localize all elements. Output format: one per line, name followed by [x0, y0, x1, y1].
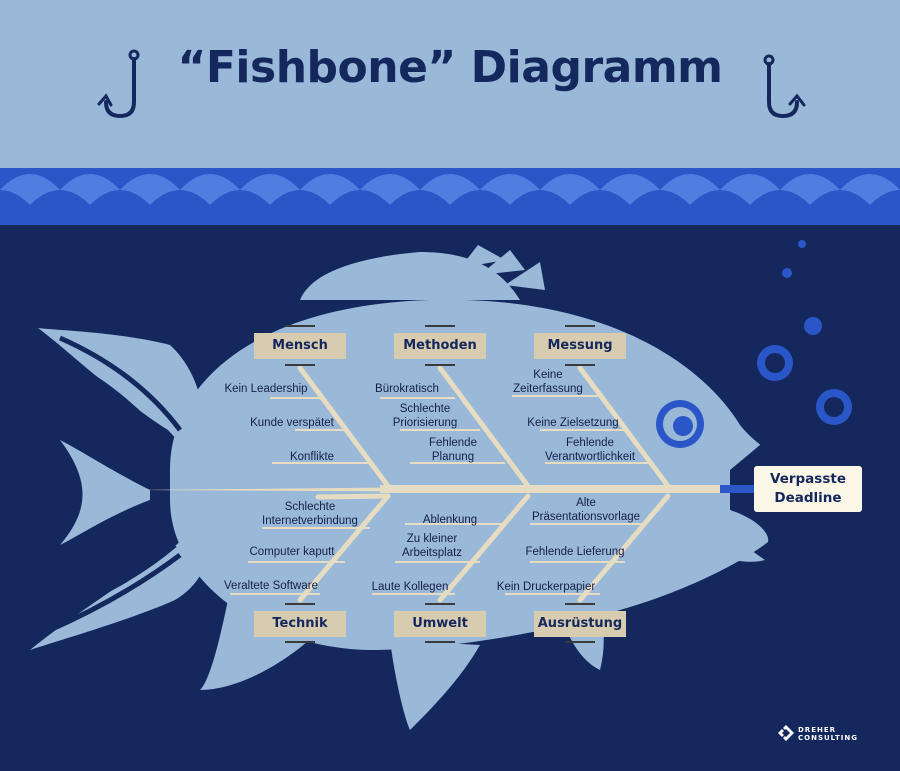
cause-label: Schlechte Priorisierung — [392, 403, 458, 429]
cause-label: Laute Kollegen — [371, 581, 449, 593]
category-mensch: Mensch — [254, 333, 346, 359]
cause-lines — [230, 395, 650, 595]
brand-name: DREHER CONSULTING — [798, 726, 858, 742]
category-ausruestung: Ausrüstung — [534, 611, 626, 637]
cause-label: Bürokratisch — [375, 383, 439, 395]
cause-label: Schlechte Internetverbindung — [262, 501, 358, 527]
brand-logo: DREHER CONSULTING — [778, 724, 888, 744]
tail-stripes — [48, 335, 182, 633]
cause-label: Konflikte — [289, 451, 335, 463]
page-title: “Fishbone” Diagramm — [177, 42, 723, 93]
cause-label: Fehlende Planung — [429, 437, 477, 463]
waves — [0, 168, 900, 228]
cause-label: Fehlende Verantwortlichkeit — [544, 437, 636, 463]
cause-label: Kein Leadership — [224, 383, 308, 395]
cause-label: Kein Druckerpapier — [496, 581, 596, 593]
cause-label: Computer kaputt — [249, 546, 335, 558]
category-technik: Technik — [254, 611, 346, 637]
cause-label: Alte Präsentationsvorlage — [531, 497, 641, 523]
fish-eye-icon — [656, 400, 704, 448]
category-bars — [285, 325, 595, 643]
cause-label: Veraltete Software — [224, 580, 318, 592]
cause-label: Keine Zeiterfassung — [513, 369, 583, 395]
bubbles-icon — [757, 240, 852, 425]
fish-bones — [297, 365, 671, 603]
effect-box: Verpasste Deadline — [754, 466, 862, 512]
category-umwelt: Umwelt — [394, 611, 486, 637]
fish-hook-icon — [97, 49, 140, 119]
category-methoden: Methoden — [394, 333, 486, 359]
cause-label: Ablenkung — [422, 514, 478, 526]
category-messung: Messung — [534, 333, 626, 359]
cause-label: Zu kleiner Arbeitsplatz — [401, 533, 463, 559]
brand-logo-icon — [778, 725, 794, 741]
cause-label: Fehlende Lieferung — [525, 546, 625, 558]
cause-label: Keine Zielsetzung — [527, 417, 619, 429]
fish-hook-icon — [763, 54, 806, 119]
cause-label: Kunde verspätet — [250, 417, 334, 429]
